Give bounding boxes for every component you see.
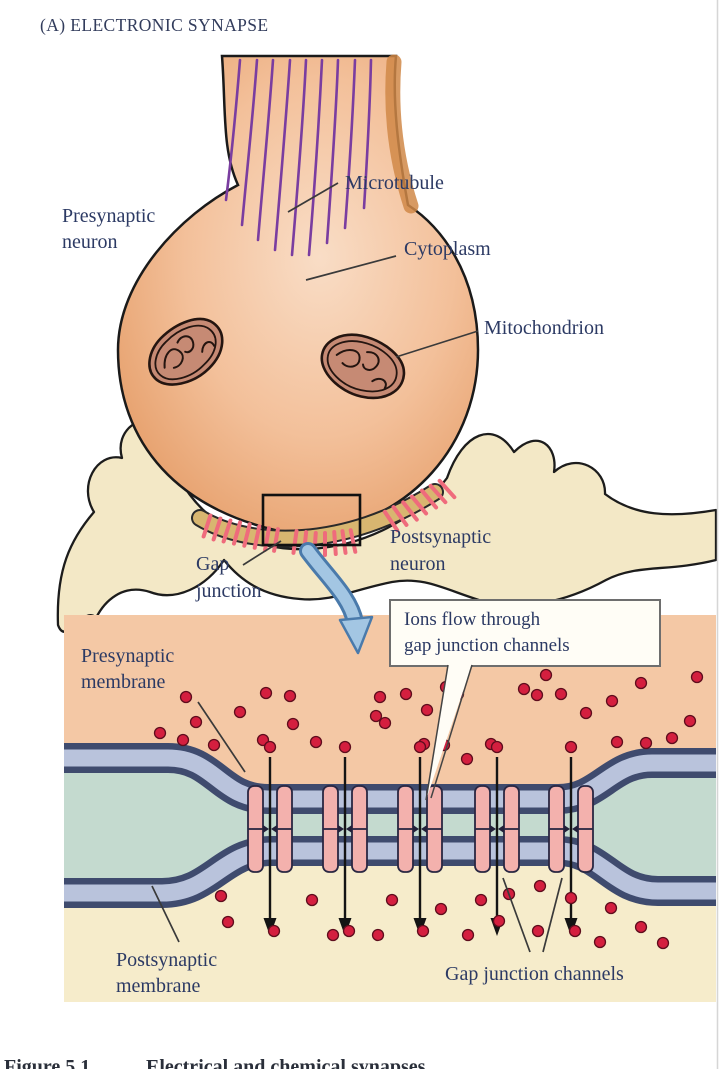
callout-tail [426,665,472,800]
postsynaptic-membrane [64,836,716,908]
postsynaptic-neuron-label-1: Postsynaptic [390,526,491,548]
caption-figure-number: Figure 5.1 [4,1056,90,1069]
mitochondrion-label: Mitochondrion [484,317,604,339]
mitochondrion-right [320,333,406,400]
postsynaptic-neuron-label-2: neuron [390,553,446,575]
presynaptic-membrane-label-1: Presynaptic [81,645,174,667]
axon-bouton-shape [116,54,480,537]
caption-text: Electrical and chemical synapses [146,1056,426,1069]
mitochondrion-left [148,317,224,386]
zoom-arrow-icon [299,542,374,655]
gap-junction-inset: Ions flow through gap junction channels … [64,599,716,1002]
axon-shade-band [385,54,419,214]
microtubule-label: Microtubule [345,172,444,194]
postsynaptic-membrane-label-1: Postsynaptic [116,949,217,971]
presynaptic-neuron-label-2: neuron [62,231,118,253]
callout-line-1: Ions flow through [404,609,541,630]
inset-leader-lines [151,701,563,953]
gap-junction-channels-label: Gap junction channels [445,963,624,985]
cytoplasm-label: Cytoplasm [404,238,491,260]
gap-junction-label-2: junction [195,580,262,602]
gap-junction-label-1: Gap [196,553,229,575]
callout-box [389,599,661,667]
presynaptic-membrane-label-2: membrane [81,671,166,693]
panel-title: (A) ELECTRONIC SYNAPSE [40,15,269,35]
diagram-leader-lines [242,182,479,566]
callout-line-2: gap junction channels [404,635,570,656]
microtubules [224,58,373,257]
presynaptic-terminal [116,54,480,537]
ion-flow-callout: Ions flow through gap junction channels [389,599,661,801]
postsynaptic-membrane-label-2: membrane [116,975,201,997]
presynaptic-neuron-label-1: Presynaptic [62,205,155,227]
